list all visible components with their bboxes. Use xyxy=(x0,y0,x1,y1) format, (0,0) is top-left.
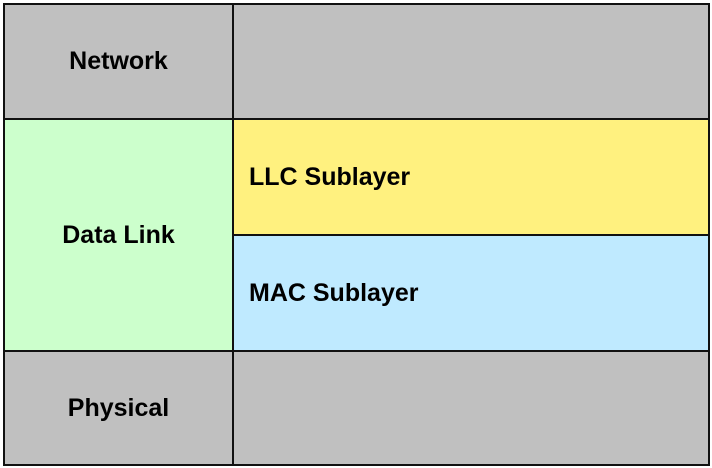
physical-layer-label: Physical xyxy=(67,393,170,422)
network-layer-label-cell: Network xyxy=(5,5,234,120)
data-link-layer-label: Data Link xyxy=(62,220,175,249)
mac-sublayer-label: MAC Sublayer xyxy=(249,278,419,307)
llc-sublayer-cell: LLC Sublayer xyxy=(234,120,708,236)
mac-sublayer-cell: MAC Sublayer xyxy=(234,236,708,352)
network-layer-empty-cell xyxy=(234,5,708,120)
physical-layer-label-cell: Physical xyxy=(5,352,234,464)
llc-sublayer-label: LLC Sublayer xyxy=(249,162,411,191)
osi-layer-diagram: Network Data Link LLC Sublayer MAC Subla… xyxy=(3,3,710,466)
physical-layer-empty-cell xyxy=(234,352,708,464)
data-link-layer-label-cell: Data Link xyxy=(5,120,234,352)
network-layer-label: Network xyxy=(69,47,168,75)
